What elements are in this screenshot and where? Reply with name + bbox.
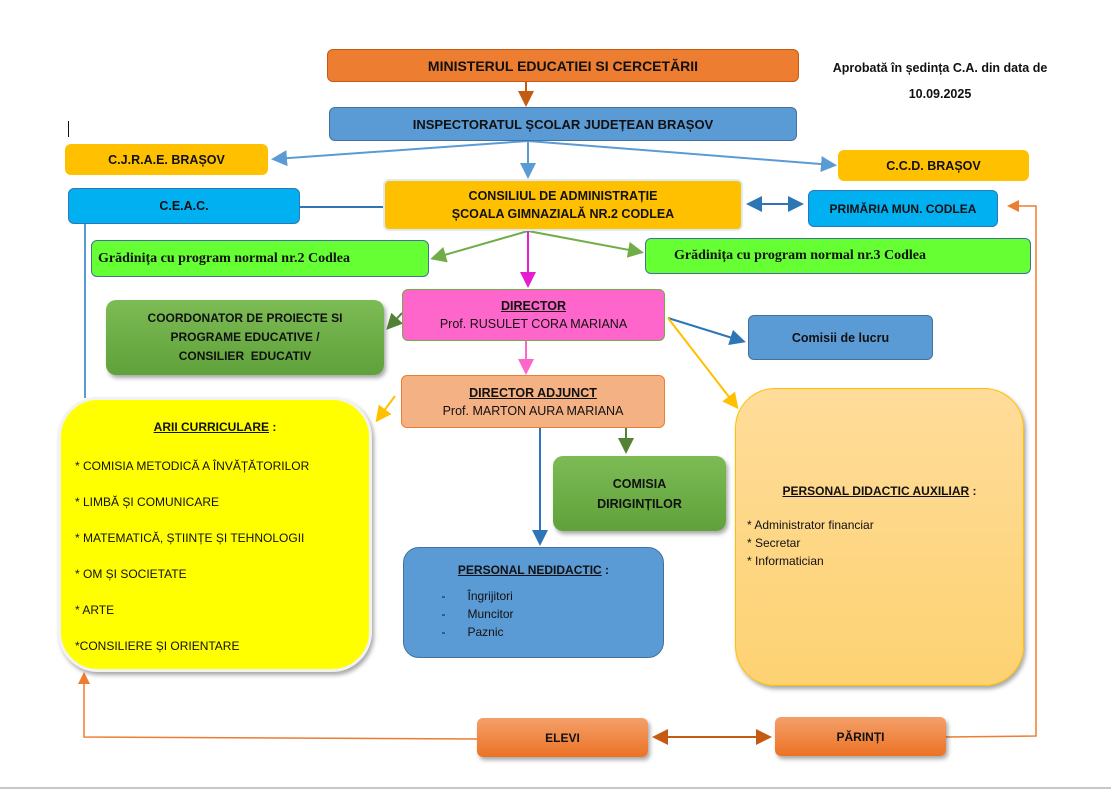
auxiliary-list: * Administrator financiar * Secretar * I… (747, 516, 1012, 570)
node-ministry-label: MINISTERUL EDUCATIEI SI CERCETĂRII (427, 57, 699, 74)
node-parents-label: PĂRINȚI (836, 729, 885, 744)
node-parents[interactable]: PĂRINȚI (775, 717, 946, 756)
non-teaching-list: -Îngrijitori -Muncitor -Paznic (406, 587, 662, 641)
curricular-area-item: * COMISIA METODICĂ A ÎNVĂȚĂTORILOR (75, 459, 310, 473)
node-coordinator-line2: PROGRAME EDUCATIVE / (170, 330, 320, 344)
node-ministry[interactable]: MINISTERUL EDUCATIEI SI CERCETĂRII (327, 49, 799, 82)
edge-council-kg3 (527, 230, 644, 258)
node-curricular-areas-title: ARII CURRICULARE (153, 420, 269, 434)
auxiliary-item: * Administrator financiar (747, 518, 874, 532)
node-cjrae[interactable]: C.J.R.A.E. BRAȘOV (65, 144, 268, 175)
node-kindergarten-3-label: Grădinița cu program normal nr.3 Codlea (674, 248, 927, 263)
node-form-teachers-line2: DIRIGINȚILOR (597, 496, 682, 511)
approval-note-date: 10.09.2025 (908, 87, 972, 101)
edge-students-curricular (78, 672, 478, 740)
non-teaching-item: -Îngrijitori (441, 589, 513, 603)
node-coordinator-line1: COORDONATOR DE PROIECTE SI (147, 311, 343, 325)
edge-director-commissions (667, 317, 746, 346)
node-coordinator[interactable]: COORDONATOR DE PROIECTE SI PROGRAME EDUC… (106, 300, 384, 375)
node-director-title: DIRECTOR (500, 299, 567, 313)
node-deputy-director-title: DIRECTOR ADJUNCT (469, 385, 597, 400)
node-non-teaching-heading: PERSONAL NEDIDACTIC : (457, 563, 610, 577)
curricular-area-item: *CONSILIERE ȘI ORIENTARE (75, 639, 240, 653)
curricular-area-item: * MATEMATICĂ, ȘTIINȚE ȘI TEHNOLOGII (75, 531, 305, 545)
edge-deputy-curricular (375, 395, 396, 423)
node-curricular-areas-heading: ARII CURRICULARE : (153, 420, 277, 434)
edge-director-coordinator (386, 312, 404, 330)
node-city-hall[interactable]: PRIMĂRIA MUN. CODLEA (808, 190, 998, 227)
node-ccd-label: C.C.D. BRAȘOV (886, 158, 981, 173)
approval-note-line1: Aprobată în ședința C.A. din data de (832, 61, 1048, 75)
node-students[interactable]: ELEVI (477, 718, 648, 757)
curricular-areas-list: * COMISIA METODICĂ A ÎNVĂȚĂTORILOR * LIM… (75, 448, 355, 664)
edge-inspectorate-ccd (527, 140, 837, 173)
node-director-name: Prof. RUSULET CORA MARIANA (439, 317, 628, 331)
node-council[interactable]: CONSILIUL DE ADMINISTRAȚIE ȘCOALA GIMNAZ… (383, 179, 743, 231)
node-auxiliary[interactable]: PERSONAL DIDACTIC AUXILIAR : * Administr… (735, 388, 1024, 686)
node-kindergarten-2-label: Grădinița cu program normal nr.2 Codlea (98, 250, 351, 266)
node-cjrae-label: C.J.R.A.E. BRAȘOV (108, 152, 225, 167)
edge-director-auxiliary (667, 317, 739, 410)
node-non-teaching-title: PERSONAL NEDIDACTIC (457, 563, 602, 577)
node-form-teachers-line1: COMISIA (612, 476, 667, 491)
auxiliary-item: * Informatician (747, 554, 824, 568)
node-ceac[interactable]: C.E.A.C. (68, 188, 300, 224)
node-ccd[interactable]: C.C.D. BRAȘOV (838, 150, 1029, 181)
non-teaching-item: -Muncitor (441, 607, 514, 621)
node-deputy-director-name: Prof. MARTON AURA MARIANA (442, 403, 624, 418)
node-non-teaching[interactable]: PERSONAL NEDIDACTIC : -Îngrijitori -Munc… (403, 547, 664, 658)
node-city-hall-label: PRIMĂRIA MUN. CODLEA (829, 201, 977, 216)
node-curricular-areas[interactable]: ARII CURRICULARE : * COMISIA METODICĂ A … (58, 397, 372, 672)
node-inspectorate-label: INSPECTORATUL ȘCOLAR JUDEȚEAN BRAȘOV (412, 116, 714, 132)
page-bottom-border (0, 787, 1111, 789)
non-teaching-item: -Paznic (441, 625, 504, 639)
node-kindergarten-2[interactable]: Grădinița cu program normal nr.2 Codlea (91, 240, 429, 277)
approval-note: Aprobată în ședința C.A. din data de 10.… (815, 55, 1065, 107)
node-inspectorate[interactable]: INSPECTORATUL ȘCOLAR JUDEȚEAN BRAȘOV (329, 107, 797, 141)
edge-council-kg2 (430, 230, 529, 263)
node-work-commissions[interactable]: Comisii de lucru (748, 315, 933, 360)
node-coordinator-line3: CONSILIER EDUCATIV (178, 349, 312, 363)
node-students-label: ELEVI (545, 730, 580, 745)
node-kindergarten-3[interactable]: Grădinița cu program normal nr.3 Codlea (645, 238, 1031, 274)
curricular-area-item: * ARTE (75, 603, 115, 617)
node-auxiliary-heading: PERSONAL DIDACTIC AUXILIAR : (782, 484, 977, 498)
node-council-line2: ȘCOALA GIMNAZIALĂ NR.2 CODLEA (451, 207, 675, 221)
text-cursor (68, 121, 69, 137)
node-council-line1: CONSILIUL DE ADMINISTRAȚIE (468, 189, 658, 203)
node-deputy-director[interactable]: DIRECTOR ADJUNCT Prof. MARTON AURA MARIA… (401, 375, 665, 428)
curricular-area-item: * LIMBĂ ȘI COMUNICARE (75, 495, 220, 509)
node-auxiliary-title: PERSONAL DIDACTIC AUXILIAR (782, 484, 970, 498)
auxiliary-item: * Secretar (747, 536, 801, 550)
node-director[interactable]: DIRECTOR Prof. RUSULET CORA MARIANA (402, 289, 665, 341)
node-form-teachers[interactable]: COMISIA DIRIGINȚILOR (553, 456, 726, 531)
curricular-area-item: * OM ȘI SOCIETATE (75, 567, 187, 581)
node-ceac-label: C.E.A.C. (159, 199, 209, 213)
node-work-commissions-label: Comisii de lucru (791, 330, 890, 345)
edge-inspectorate-cjrae (271, 140, 529, 167)
